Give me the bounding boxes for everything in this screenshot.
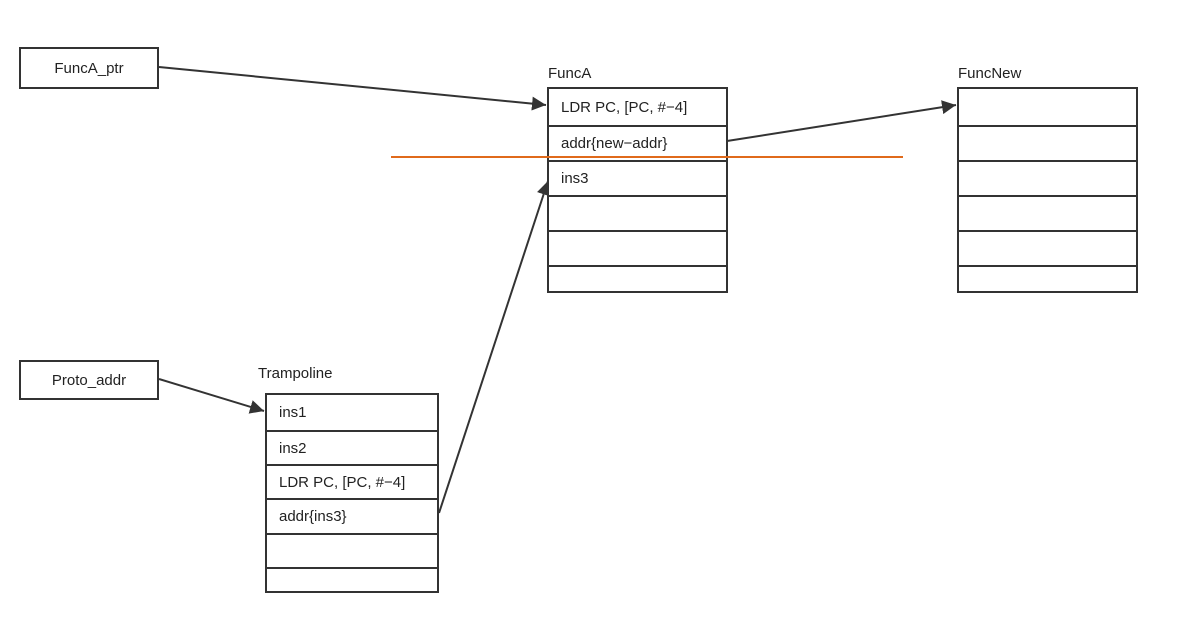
overwrite-separator-line — [391, 156, 903, 158]
funca-cell-2: addr{new−addr} — [549, 125, 726, 160]
funcnew-stack — [957, 87, 1138, 293]
trampoline-cell-1: ins1 — [279, 404, 307, 421]
arrow-addr-ins3-to-funca-ins3 — [438, 180, 551, 514]
trampoline-title: Trampoline — [258, 365, 333, 382]
funca-cell-6 — [549, 265, 726, 291]
arrow-proto-addr-to-trampoline — [158, 378, 265, 414]
funca-title: FuncA — [548, 65, 592, 82]
funcnew-cell-6 — [959, 265, 1136, 291]
trampoline-cell-4: addr{ins3} — [267, 498, 437, 533]
funca-stack: LDR PC, [PC, #−4] addr{new−addr} ins3 — [547, 87, 728, 293]
funca-cell-1: LDR PC, [PC, #−4] — [561, 98, 688, 116]
funca-cell-3: ins3 — [549, 160, 726, 195]
proto-addr-label: Proto_addr — [51, 371, 127, 389]
funcnew-cell-5 — [959, 230, 1136, 265]
funca-cell-5 — [549, 230, 726, 265]
arrow-funca-ptr-to-funca — [158, 66, 547, 111]
funca-cell-4 — [549, 195, 726, 230]
trampoline-cell-2: ins2 — [267, 430, 437, 464]
trampoline-cell-6 — [267, 567, 437, 591]
proto-addr-box: Proto_addr — [19, 360, 159, 400]
funcnew-cell-1 — [959, 89, 1136, 125]
trampoline-cell-5 — [267, 533, 437, 567]
funcnew-title: FuncNew — [958, 65, 1022, 82]
arrow-new-addr-to-funcnew — [726, 100, 957, 142]
funcnew-cell-4 — [959, 195, 1136, 230]
funcnew-cell-2 — [959, 125, 1136, 160]
trampoline-stack: ins1 ins2 LDR PC, [PC, #−4] addr{ins3} — [265, 393, 439, 593]
funcnew-cell-3 — [959, 160, 1136, 195]
trampoline-cell-3: LDR PC, [PC, #−4] — [267, 464, 437, 498]
funca-ptr-box: FuncA_ptr — [19, 47, 159, 89]
funca-ptr-label: FuncA_ptr — [54, 59, 124, 77]
